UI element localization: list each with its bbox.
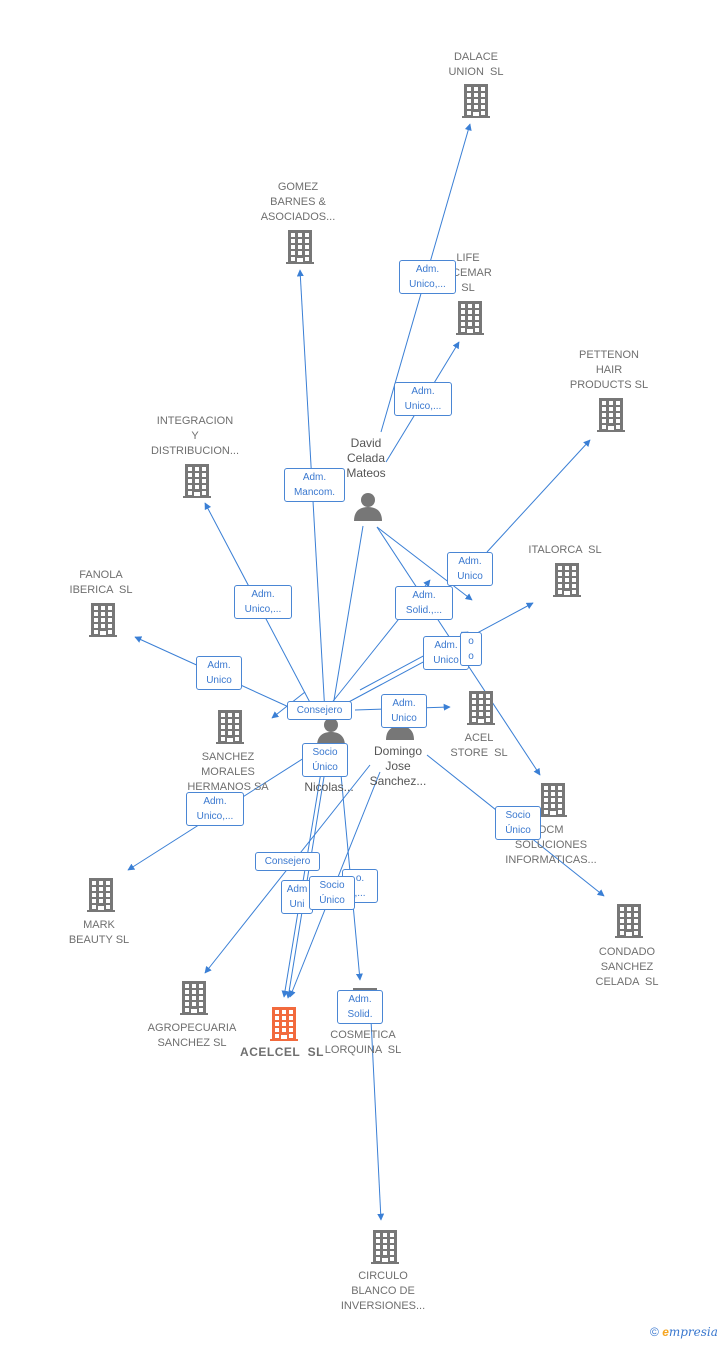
relation-label: Adm. Solid.,... bbox=[395, 586, 453, 620]
relation-label: Socio Único bbox=[309, 876, 355, 910]
person-label-nicolas[interactable]: Nicolas... bbox=[304, 780, 354, 794]
building-icon[interactable] bbox=[183, 464, 211, 503]
brand-name: mpresia bbox=[668, 1325, 718, 1339]
relation-label: Adm. Unico bbox=[196, 656, 242, 690]
company-label-mark[interactable]: MARK BEAUTY SL bbox=[68, 919, 130, 946]
company-label-gomez[interactable]: GOMEZ BARNES & ASOCIADOS... bbox=[260, 181, 336, 223]
building-icon[interactable] bbox=[462, 84, 490, 123]
brand-logo-letter: e bbox=[662, 1325, 669, 1339]
person-label-domingo[interactable]: Domingo Jose Sanchez... bbox=[369, 744, 427, 788]
relation-label: Adm. Unico,... bbox=[399, 260, 456, 294]
company-label-sanchezmorales[interactable]: SANCHEZ MORALES HERMANOS SA bbox=[187, 751, 269, 793]
relationship-edge bbox=[376, 526, 473, 601]
building-icon[interactable] bbox=[270, 1007, 298, 1046]
person-icon[interactable] bbox=[316, 716, 346, 751]
relation-label: Adm. Unico,... bbox=[234, 585, 292, 619]
relation-label: Socio Único bbox=[495, 806, 541, 840]
relation-label: Socio Único bbox=[302, 743, 348, 777]
company-label-circulo[interactable]: CIRCULO BLANCO DE INVERSIONES... bbox=[340, 1270, 426, 1312]
relationship-edge bbox=[329, 525, 364, 713]
relationship-edge bbox=[337, 741, 363, 981]
company-label-dcm[interactable]: DCM SOLUCIONES INFORMATICAS... bbox=[505, 824, 597, 866]
building-icon[interactable] bbox=[615, 904, 643, 943]
relation-label: Adm. Unico bbox=[447, 552, 493, 586]
building-icon[interactable] bbox=[286, 230, 314, 269]
relationship-edge bbox=[486, 439, 591, 553]
building-icon[interactable] bbox=[553, 563, 581, 602]
building-icon[interactable] bbox=[467, 691, 495, 730]
building-icon[interactable] bbox=[180, 981, 208, 1020]
company-label-agropecuaria[interactable]: AGROPECUARIA SANCHEZ SL bbox=[147, 1022, 237, 1049]
relation-label: Adm. Unico,... bbox=[394, 382, 452, 416]
relation-label: Adm. Unico bbox=[381, 694, 427, 728]
company-label-pettenon[interactable]: PETTENON HAIR PRODUCTS SL bbox=[569, 349, 649, 391]
company-label-fanola[interactable]: FANOLA IBERICA SL bbox=[69, 569, 133, 596]
building-icon[interactable] bbox=[597, 398, 625, 437]
relation-label: Consejero bbox=[287, 701, 352, 720]
footer-brand[interactable]: © empresia bbox=[650, 1325, 718, 1339]
relation-label: o o bbox=[460, 632, 482, 666]
building-icon[interactable] bbox=[371, 1230, 399, 1269]
relation-label: Adm Uni bbox=[281, 880, 313, 914]
company-label-dalace[interactable]: DALACE UNION SL bbox=[448, 51, 504, 78]
company-label-italorca[interactable]: ITALORCA SL bbox=[528, 544, 602, 556]
building-icon[interactable] bbox=[87, 878, 115, 917]
copyright-icon: © bbox=[650, 1325, 659, 1339]
company-label-integracion[interactable]: INTEGRACION Y DISTRIBUCION... bbox=[150, 415, 240, 457]
building-icon[interactable] bbox=[89, 603, 117, 642]
company-label-life[interactable]: LIFE NCEMAR SL bbox=[444, 252, 492, 294]
relationship-edge bbox=[369, 999, 385, 1221]
company-label-cosmetica[interactable]: COSMETICA LORQUINA SL bbox=[324, 1029, 402, 1056]
relation-label: Adm. Mancom. bbox=[284, 468, 345, 502]
relation-label: Adm. Unico,... bbox=[186, 792, 244, 826]
building-icon[interactable] bbox=[216, 710, 244, 749]
relation-label: Adm. Solid. bbox=[337, 990, 383, 1024]
person-label-david[interactable]: David Celada Mateos bbox=[346, 436, 386, 480]
building-icon[interactable] bbox=[539, 783, 567, 822]
company-label-condado[interactable]: CONDADO SANCHEZ CELADA SL bbox=[595, 946, 659, 988]
company-label-acelcel[interactable]: ACELCEL SL bbox=[240, 1045, 324, 1059]
person-icon[interactable] bbox=[353, 491, 383, 526]
relation-label: Consejero bbox=[255, 852, 320, 871]
company-label-acelstore[interactable]: ACEL STORE SL bbox=[450, 732, 508, 759]
building-icon[interactable] bbox=[456, 301, 484, 340]
relationship-edge bbox=[281, 759, 324, 998]
